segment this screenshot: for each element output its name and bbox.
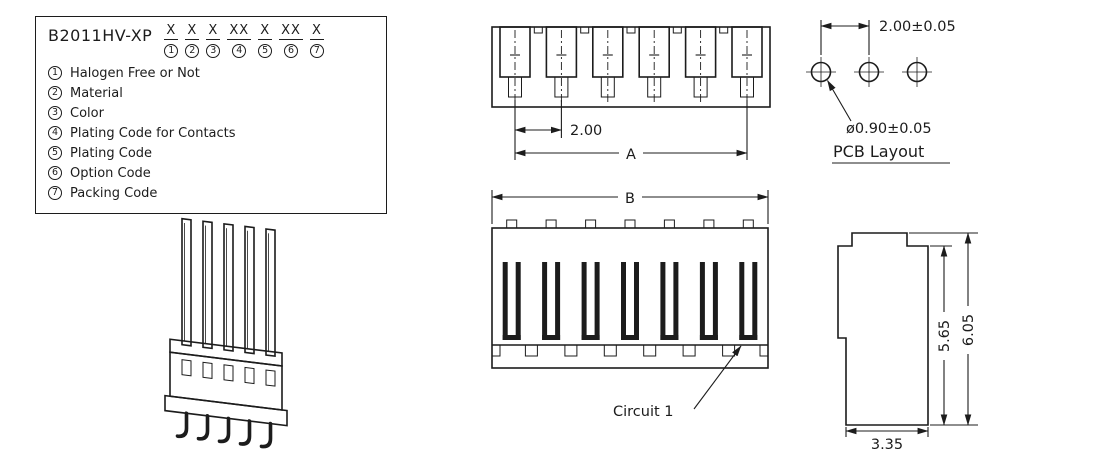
pcb-pitch-dimension-label: 2.00±0.05 [879,19,956,35]
circled-number: 1 [164,43,179,58]
circled-number: 3 [48,106,62,121]
circled-number: 6 [284,43,299,58]
circled-number: 3 [206,43,221,58]
part-number: B2011HV-XP [48,26,153,45]
pitch-dimension-label: 2.00 [570,123,602,139]
circled-number: 6 [48,166,62,181]
pcb-layout: 2.00±0.05 ø0.90±0.05 PCB Layout [806,19,956,164]
circled-number: 7 [309,43,324,58]
circled-number: 2 [185,43,200,58]
top-view: 2.00 A [491,26,771,163]
height-inner-dimension-label: 5.65 [937,320,953,352]
circled-number: 7 [48,186,62,201]
circled-number: 1 [48,66,62,81]
front-view: B [491,188,769,420]
hole-diameter-label: ø0.90±0.05 [846,121,932,137]
circled-number: 4 [232,43,247,58]
dim-b-label: B [625,191,635,207]
depth-dimension-label: 3.35 [871,437,903,453]
circuit-1-label: Circuit 1 [613,404,674,420]
pcb-layout-title: PCB Layout [833,142,924,161]
circled-number: 4 [48,126,62,141]
circled-number: 5 [48,146,62,161]
height-overall-dimension-label: 6.05 [961,314,977,346]
isometric-view [164,217,288,449]
dim-a-label: A [626,147,636,163]
side-view: 5.65 6.05 3.35 [837,232,978,453]
circled-number: 2 [48,86,62,101]
circled-number: 5 [258,43,273,58]
contact-channels [502,262,758,340]
